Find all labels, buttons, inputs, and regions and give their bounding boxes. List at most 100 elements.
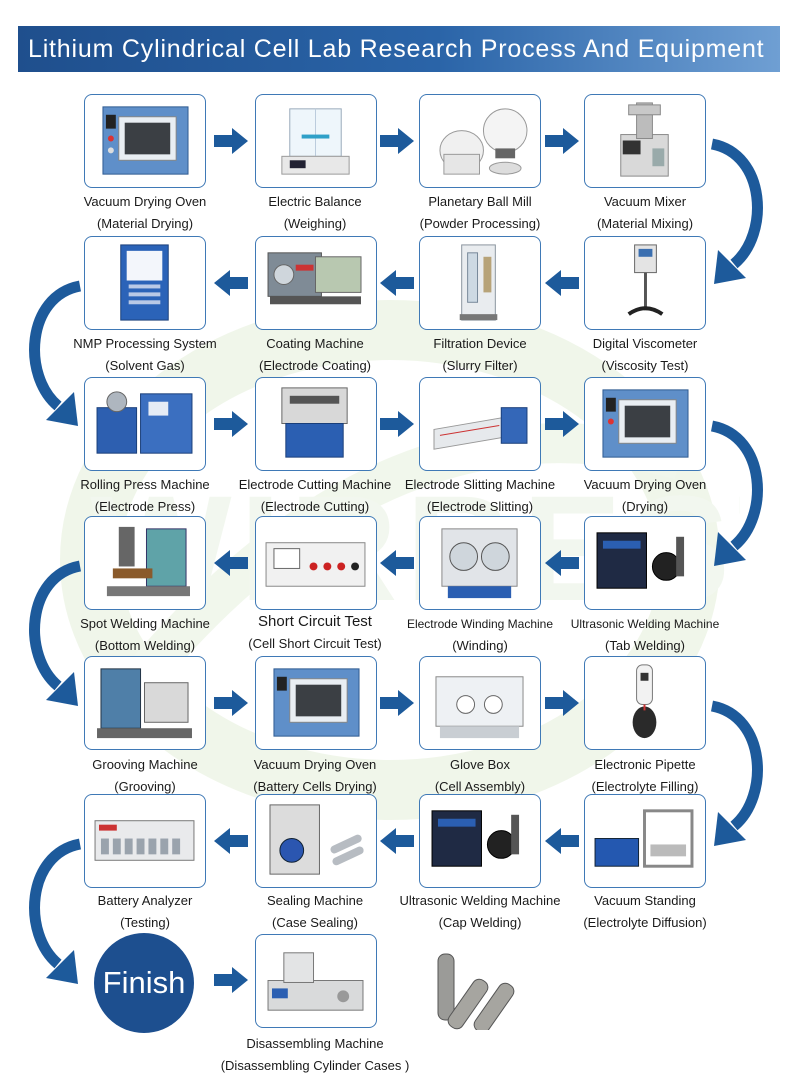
- arrow-left-icon: [545, 550, 579, 576]
- step-caption-12: Vacuum Drying Oven (Drying): [570, 474, 720, 518]
- step-caption-20: Electronic Pipette (Electrolyte Filling): [570, 754, 720, 798]
- step-title: Electrode Slitting Machine: [404, 477, 556, 492]
- step-subtitle: (Cap Welding): [438, 915, 522, 930]
- rolling-press-icon: [96, 391, 193, 454]
- step-caption-24: Vacuum Standing (Electrolyte Diffusion): [565, 890, 725, 934]
- step-subtitle: (Electrode Coating): [259, 358, 371, 373]
- ball-mill-icon: [439, 108, 528, 175]
- step-card-10: [255, 377, 377, 471]
- step-title: Short Circuit Test: [258, 613, 372, 630]
- arrow-right-icon: [214, 128, 248, 154]
- step-card-18: [255, 656, 377, 750]
- arrow-right-icon: [214, 411, 248, 437]
- step-title: Electric Balance: [268, 194, 362, 209]
- step-caption-1: Vacuum Drying Oven (Material Drying): [70, 191, 220, 235]
- step-subtitle: (Electrode Press): [94, 499, 196, 514]
- step-card-12: [584, 377, 706, 471]
- step-subtitle: (Disassembling Cylinder Cases ): [220, 1058, 410, 1073]
- spot-welder-icon: [106, 526, 190, 597]
- step-title: Digital Viscometer: [592, 336, 698, 351]
- arrow-left-icon: [214, 550, 248, 576]
- step-caption-7: Filtration Device (Slurry Filter): [405, 333, 555, 377]
- oven-icon: [102, 106, 189, 175]
- step-title: Sealing Machine: [266, 893, 364, 908]
- step-card-23: [419, 794, 541, 888]
- ultrasonic-welder-icon: [596, 532, 685, 589]
- mixer-icon: [620, 102, 669, 177]
- step-subtitle: (Case Sealing): [272, 915, 358, 930]
- step-card-11: [419, 377, 541, 471]
- grooving-machine-icon: [97, 668, 192, 739]
- step-caption-6: Coating Machine (Electrode Coating): [240, 333, 390, 377]
- oven-icon: [602, 389, 689, 458]
- curved-arrow-down-icon: [710, 138, 763, 284]
- step-caption-13: Spot Welding Machine (Bottom Welding): [65, 613, 225, 657]
- step-caption-16: Ultrasonic Welding Machine (Tab Welding): [563, 613, 727, 657]
- step-card-3: [419, 94, 541, 188]
- step-title: Vacuum Drying Oven: [83, 194, 207, 209]
- curved-arrow-down-icon: [29, 280, 82, 426]
- step-caption-23: Ultrasonic Welding Machine (Cap Welding): [396, 890, 564, 934]
- step-subtitle: (Bottom Welding): [94, 638, 196, 653]
- step-subtitle: (Slurry Filter): [442, 358, 518, 373]
- cabinet-icon: [120, 244, 169, 321]
- step-title: Electrode Winding Machine: [406, 617, 554, 631]
- step-subtitle: (Cell Assembly): [434, 779, 526, 794]
- step-caption-8: Digital Viscometer (Viscosity Test): [570, 333, 720, 377]
- arrow-right-icon: [380, 690, 414, 716]
- step-caption-22: Sealing Machine (Case Sealing): [240, 890, 390, 934]
- curved-arrow-down-icon: [29, 838, 82, 984]
- step-subtitle: (Weighing): [283, 216, 347, 231]
- step-subtitle: (Material Mixing): [596, 216, 694, 231]
- arrow-right-icon: [214, 967, 248, 993]
- cutting-machine-icon: [281, 387, 348, 458]
- step-subtitle: (Winding): [452, 638, 508, 653]
- step-subtitle: (Testing): [120, 915, 170, 930]
- step-subtitle: (Tab Welding): [605, 638, 685, 653]
- step-subtitle: (Material Drying): [96, 216, 194, 231]
- step-card-14: [255, 516, 377, 610]
- step-caption-15: Electrode Winding Machine (Winding): [398, 613, 562, 657]
- step-caption-11: Electrode Slitting Machine (Electrode Sl…: [396, 474, 564, 518]
- step-caption-5: NMP Processing System (Solvent Gas): [65, 333, 225, 377]
- arrow-left-icon: [214, 828, 248, 854]
- step-card-24: [584, 794, 706, 888]
- step-title: Vacuum Drying Oven: [253, 757, 377, 772]
- step-subtitle: (Grooving): [114, 779, 176, 794]
- arrow-left-icon: [380, 828, 414, 854]
- battery-analyzer-icon: [94, 820, 195, 861]
- step-subtitle: (Viscosity Test): [601, 358, 689, 373]
- step-subtitle: (Solvent Gas): [105, 358, 185, 373]
- step-title: Ultrasonic Welding Machine: [399, 893, 561, 908]
- arrow-left-icon: [545, 828, 579, 854]
- sealing-machine-icon: [269, 804, 364, 875]
- step-caption-14: Short Circuit Test (Cell Short Circuit T…: [240, 611, 390, 655]
- arrow-left-icon: [380, 550, 414, 576]
- arrow-left-icon: [545, 270, 579, 296]
- step-caption-18: Vacuum Drying Oven (Battery Cells Drying…: [240, 754, 390, 798]
- step-subtitle: (Electrode Cutting): [260, 499, 370, 514]
- arrow-right-icon: [380, 411, 414, 437]
- viscometer-icon: [627, 244, 664, 316]
- curved-arrow-down-icon: [710, 700, 763, 846]
- arrow-right-icon: [214, 690, 248, 716]
- step-card-21: [84, 794, 206, 888]
- step-subtitle: (Electrode Slitting): [426, 499, 534, 514]
- disassembling-machine-icon: [267, 952, 364, 1011]
- step-subtitle: (Drying): [621, 499, 669, 514]
- step-subtitle: (Powder Processing): [419, 216, 541, 231]
- arrow-left-icon: [380, 270, 414, 296]
- coating-machine-icon: [267, 252, 362, 305]
- step-subtitle: (Cell Short Circuit Test): [248, 636, 382, 651]
- step-title: Planetary Ball Mill: [428, 194, 532, 209]
- arrow-right-icon: [380, 128, 414, 154]
- tester-icon: [265, 542, 366, 587]
- step-title: Battery Analyzer: [97, 893, 193, 908]
- step-card-1: [84, 94, 206, 188]
- step-caption-19: Glove Box (Cell Assembly): [405, 754, 555, 798]
- step-card-16: [584, 516, 706, 610]
- vacuum-standing-icon: [594, 809, 694, 868]
- step-title: NMP Processing System: [73, 336, 217, 351]
- step-title: Disassembling Machine: [246, 1036, 384, 1051]
- step-title: Glove Box: [450, 757, 510, 772]
